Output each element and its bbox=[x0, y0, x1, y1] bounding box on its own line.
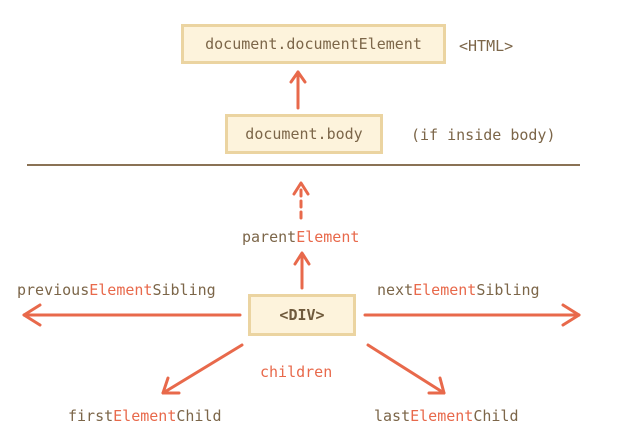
parent-element-label: parentElement bbox=[242, 228, 359, 246]
last-element-child-label: lastElementChild bbox=[374, 407, 519, 425]
div-node: <DIV> bbox=[248, 294, 356, 336]
next-label-pre: next bbox=[377, 281, 414, 299]
previous-label-pre: previous bbox=[17, 281, 90, 299]
arrow-up-to-document-element bbox=[289, 70, 307, 110]
document-element-label: document.documentElement bbox=[205, 35, 422, 53]
previous-label-highlight: Element bbox=[89, 281, 153, 299]
last-label-highlight: Element bbox=[410, 407, 474, 425]
arrow-parent-element bbox=[293, 251, 311, 290]
arrow-previous-sibling bbox=[22, 303, 242, 327]
document-element-node: document.documentElement bbox=[181, 24, 446, 64]
parent-element-label-pre: parent bbox=[242, 228, 297, 246]
arrow-first-child bbox=[161, 343, 244, 395]
children-label: children bbox=[260, 363, 333, 381]
next-element-sibling-label: nextElementSibling bbox=[377, 281, 540, 299]
previous-label-post: Sibling bbox=[152, 281, 216, 299]
next-label-post: Sibling bbox=[476, 281, 540, 299]
first-label-highlight: Element bbox=[113, 407, 177, 425]
document-body-node: document.body bbox=[225, 114, 383, 154]
first-label-post: Child bbox=[176, 407, 222, 425]
last-label-post: Child bbox=[473, 407, 519, 425]
next-label-highlight: Element bbox=[413, 281, 477, 299]
first-element-child-label: firstElementChild bbox=[68, 407, 222, 425]
html-tag-label: <HTML> bbox=[459, 37, 514, 55]
body-note-label: (if inside body) bbox=[411, 126, 556, 144]
arrow-next-sibling bbox=[363, 303, 581, 327]
div-node-label: <DIV> bbox=[279, 306, 325, 324]
previous-element-sibling-label: previousElementSibling bbox=[17, 281, 216, 299]
arrow-last-child bbox=[366, 343, 446, 395]
first-label-pre: first bbox=[68, 407, 114, 425]
parent-element-label-highlight: Element bbox=[296, 228, 360, 246]
document-body-label: document.body bbox=[245, 125, 363, 143]
last-label-pre: last bbox=[374, 407, 411, 425]
arrow-dashed-parent-to-body bbox=[292, 181, 310, 220]
